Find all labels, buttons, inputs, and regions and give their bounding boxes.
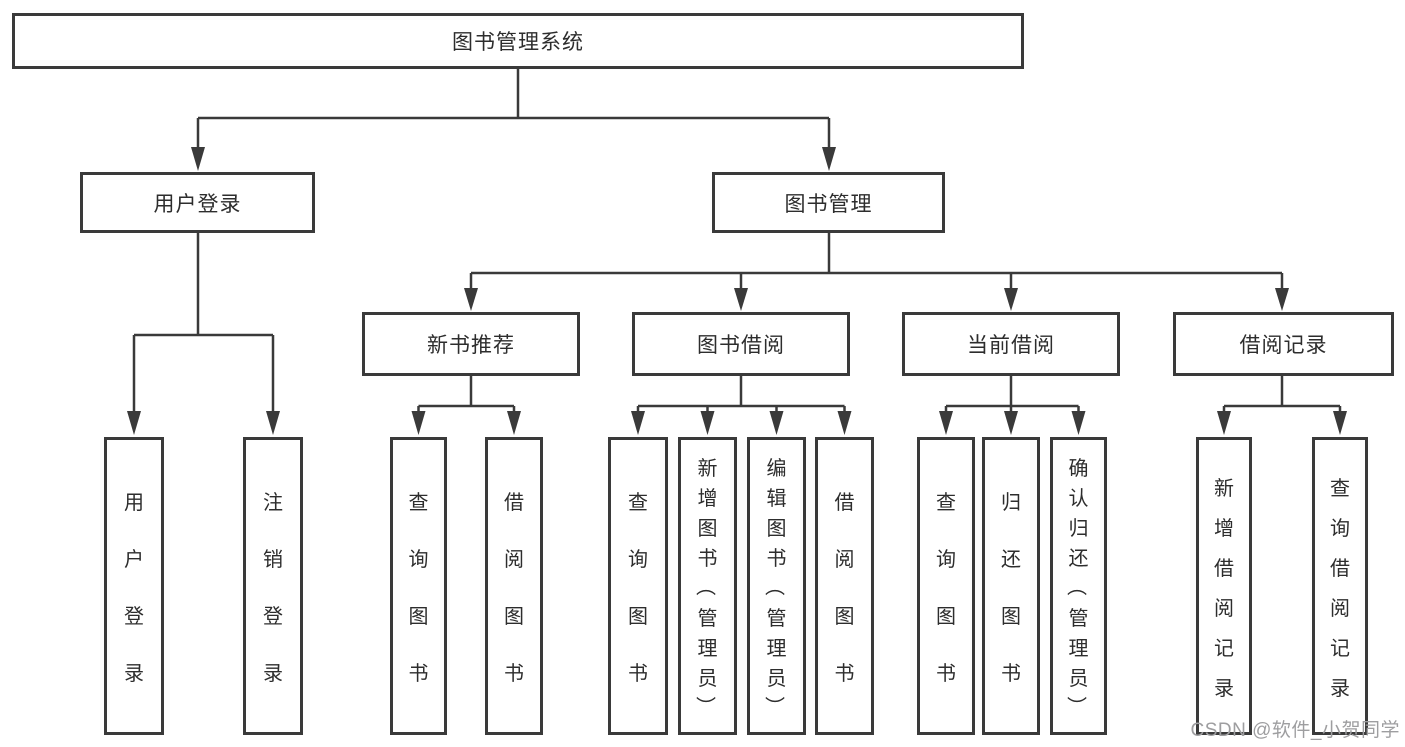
leaf-confirm-return-admin: 确认归还（管理员） [1050, 437, 1107, 735]
leaf-add-borrow-record: 新增借阅记录 [1196, 437, 1252, 735]
node-book-management: 图书管理 [712, 172, 945, 233]
leaf-query-books-borrow: 查询图书 [608, 437, 668, 735]
node-user-login: 用户登录 [80, 172, 315, 233]
csdn-watermark: CSDN @软件_小贺同学 [1190, 720, 1400, 741]
node-borrowing-records: 借阅记录 [1173, 312, 1394, 376]
leaf-return-book: 归还图书 [982, 437, 1040, 735]
leaf-query-books-recommend: 查询图书 [390, 437, 447, 735]
connector-lines [132, 69, 1342, 414]
leaf-add-book-admin: 新增图书（管理员） [678, 437, 737, 735]
node-library-system: 图书管理系统 [12, 13, 1024, 69]
node-new-book-recommendation: 新书推荐 [362, 312, 580, 376]
leaf-borrow-books-recommend: 借阅图书 [485, 437, 543, 735]
leaf-user-login: 用户登录 [104, 437, 164, 735]
node-book-borrowing: 图书借阅 [632, 312, 850, 376]
leaf-query-books-current: 查询图书 [917, 437, 975, 735]
leaf-borrow-books: 借阅图书 [815, 437, 874, 735]
leaf-edit-book-admin: 编辑图书（管理员） [747, 437, 806, 735]
leaf-logout: 注销登录 [243, 437, 303, 735]
arrowheads [127, 147, 1347, 435]
leaf-query-borrow-record: 查询借阅记录 [1312, 437, 1368, 735]
node-current-borrowing: 当前借阅 [902, 312, 1120, 376]
